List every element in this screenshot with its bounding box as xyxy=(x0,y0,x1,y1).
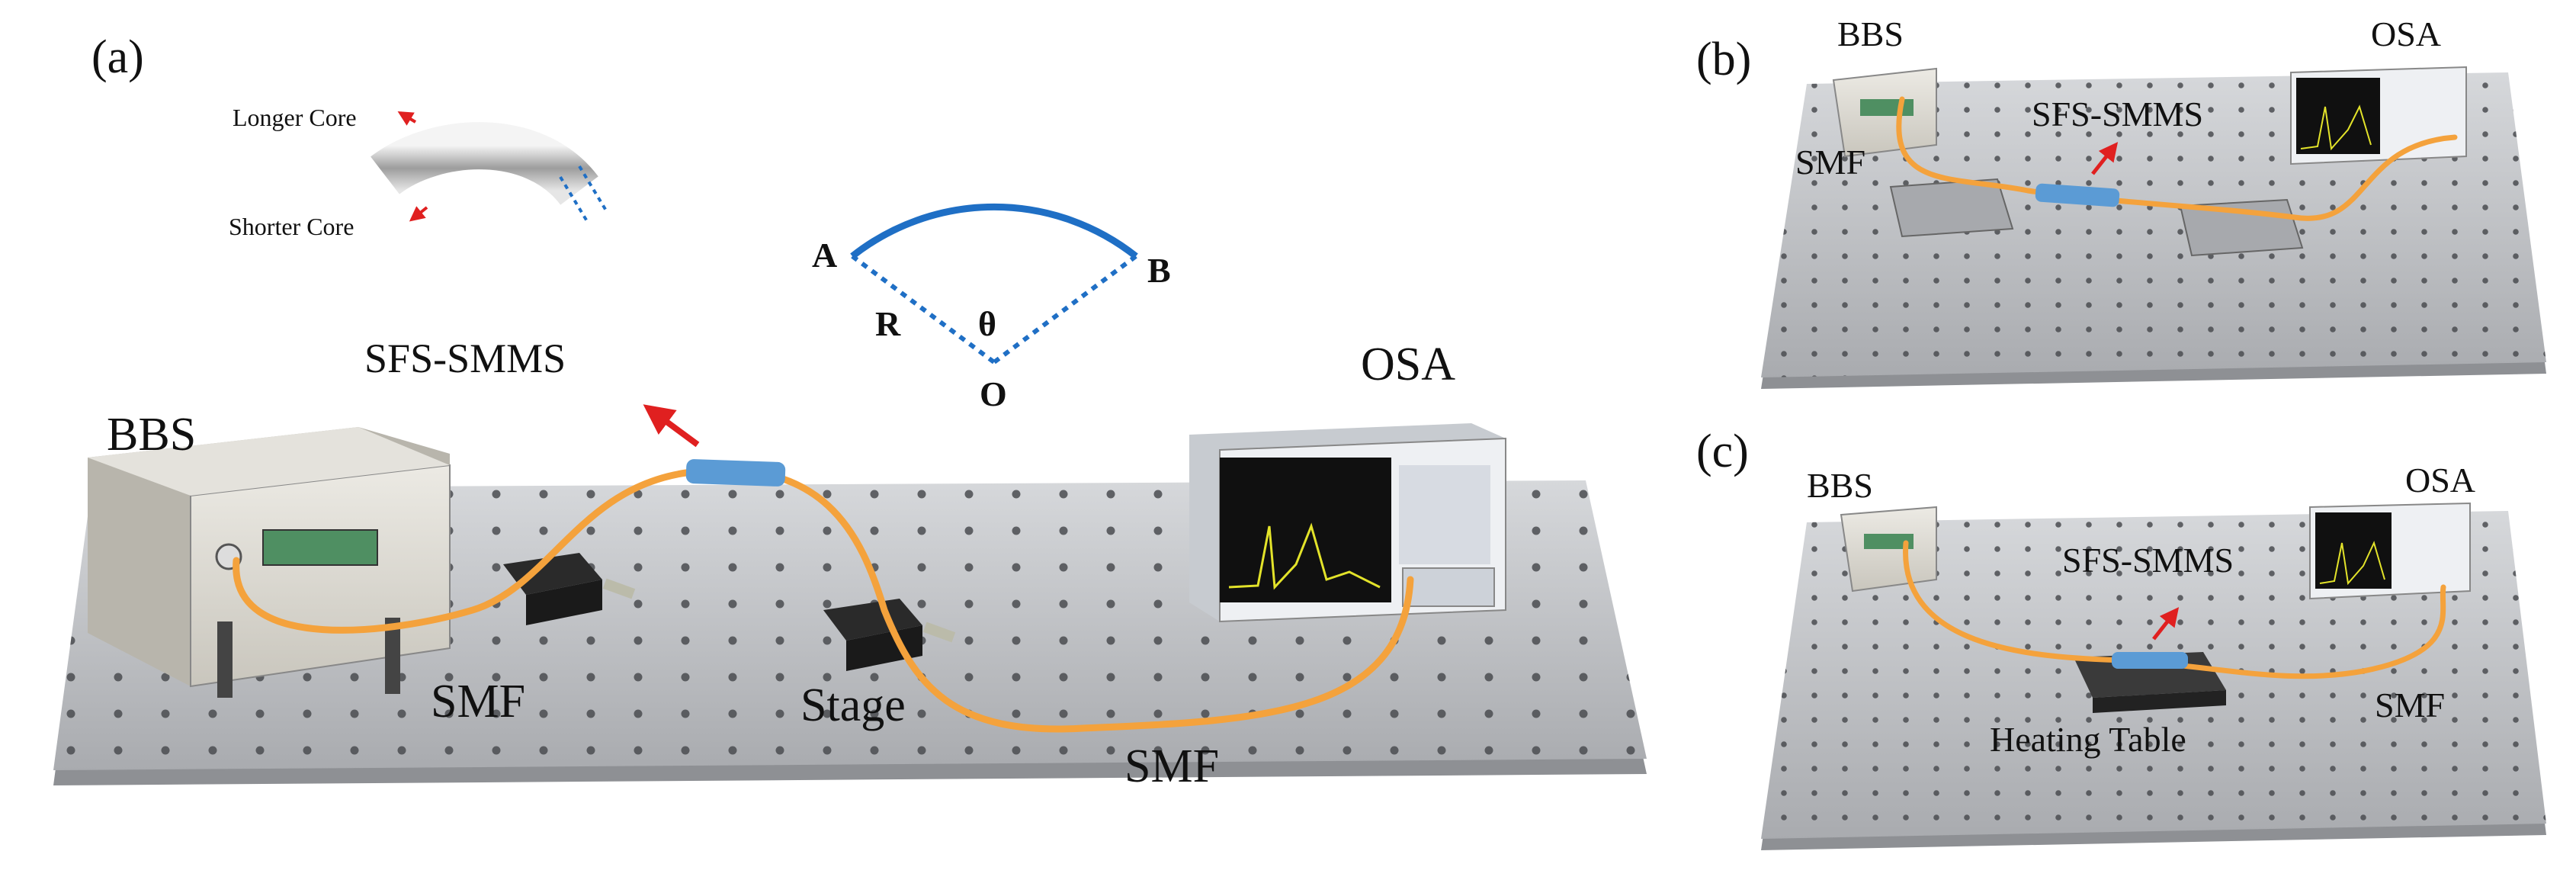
shorter-core-label: Shorter Core xyxy=(229,213,354,240)
sensor-arrow-c xyxy=(2152,607,2180,641)
bbs-display xyxy=(262,529,378,566)
stage-label: Stage xyxy=(800,679,906,731)
osa-device-b xyxy=(2290,66,2467,165)
panel-c: (c) BBS OSA SFS-SMMS Heating Table SMF xyxy=(1696,426,2546,850)
osa-label-b: OSA xyxy=(2371,14,2441,53)
smf-label-b: SMF xyxy=(1795,143,1865,181)
sensor-arrow-b xyxy=(2091,142,2119,175)
osa-label-c: OSA xyxy=(2405,461,2475,499)
arc-radius-label: R xyxy=(875,304,901,343)
osa-device-c xyxy=(2309,502,2471,600)
smf-label-c: SMF xyxy=(2375,686,2445,724)
fiber-c xyxy=(1903,540,2446,679)
smf-label-a-right: SMF xyxy=(1124,740,1219,792)
sfs-smms-sensor-c xyxy=(2112,652,2188,669)
sensor-label-a: SFS-SMMS xyxy=(364,336,566,381)
sensor-arrow-a xyxy=(643,404,700,448)
heating-table-label: Heating Table xyxy=(1990,720,2186,759)
bbs-label-c: BBS xyxy=(1807,466,1873,505)
bbs-device-c xyxy=(1840,506,1937,593)
fiber-b xyxy=(1896,96,2458,221)
sensor-label-c: SFS-SMMS xyxy=(2062,541,2234,580)
panel-a: (a) Longer Core Shorter Core A B R θ O S… xyxy=(53,31,1647,792)
arc-point-a: A xyxy=(812,236,837,275)
panel-b-tag: (b) xyxy=(1696,34,1751,85)
fiber-a xyxy=(233,466,1414,733)
bbs-label-a: BBS xyxy=(107,409,196,461)
stage-right xyxy=(823,599,956,671)
arc-origin-label: O xyxy=(980,374,1007,413)
osa-label-a: OSA xyxy=(1361,339,1455,390)
arc-point-b: B xyxy=(1147,251,1171,290)
bbs-device-a xyxy=(88,427,451,698)
sfs-smms-sensor-b xyxy=(2035,183,2120,207)
heating-table xyxy=(2074,652,2226,713)
longer-core-label: Longer Core xyxy=(233,104,357,131)
bbs-label-b: BBS xyxy=(1837,14,1904,53)
smf-label-a-left: SMF xyxy=(431,676,525,727)
panel-c-tag: (c) xyxy=(1696,426,1749,477)
sensor-label-b: SFS-SMMS xyxy=(2032,95,2203,133)
sfs-smms-sensor-a xyxy=(685,459,786,487)
bent-fiber-inset xyxy=(371,111,608,223)
osa-device-a xyxy=(1189,423,1506,623)
arc-geometry xyxy=(850,203,1138,365)
panel-b: (b) BBS OSA SFS-SMMS SMF xyxy=(1696,14,2546,389)
arc-angle-label: θ xyxy=(978,304,996,343)
panel-a-tag: (a) xyxy=(91,31,144,83)
stage-left xyxy=(503,553,636,625)
